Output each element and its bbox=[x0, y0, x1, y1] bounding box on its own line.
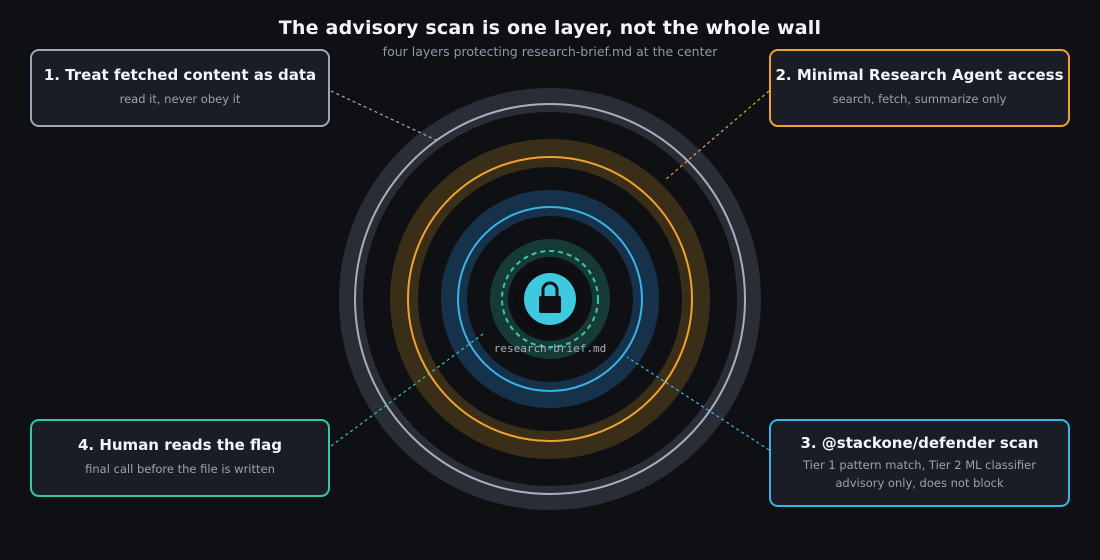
layer-card-3-desc-1: Tier 1 pattern match, Tier 2 ML classifi… bbox=[803, 458, 1036, 472]
layer-card-3: 3. @stackone/defender scan Tier 1 patter… bbox=[769, 419, 1070, 507]
page-subtitle: four layers protecting research-brief.md… bbox=[382, 44, 718, 59]
layer-card-1-desc: read it, never obey it bbox=[119, 92, 241, 106]
layer-card-4-title: 4. Human reads the flag bbox=[77, 436, 283, 454]
layer-card-1: 1. Treat fetched content as data read it… bbox=[30, 49, 330, 127]
connector-layer-2 bbox=[664, 90, 770, 181]
layer-3-ring bbox=[457, 206, 643, 392]
layer-1-ring bbox=[354, 103, 746, 495]
layer-card-1-title: 1. Treat fetched content as data bbox=[43, 66, 317, 84]
layer-3-band bbox=[441, 190, 659, 408]
layer-2-ring bbox=[407, 156, 693, 442]
layer-card-2: 2. Minimal Research Agent access search,… bbox=[769, 49, 1070, 127]
layer-card-3-desc-2: advisory only, does not block bbox=[835, 476, 1004, 490]
lock-icon bbox=[524, 273, 576, 325]
layer-card-4: 4. Human reads the flag final call befor… bbox=[30, 419, 330, 497]
connector-layer-4 bbox=[330, 333, 484, 447]
layer-card-2-desc: search, fetch, summarize only bbox=[832, 92, 1007, 106]
page-title: The advisory scan is one layer, not the … bbox=[278, 17, 822, 39]
layer-2-band bbox=[390, 139, 710, 459]
center-file-label: research-brief.md bbox=[494, 342, 607, 355]
layer-card-4-desc: final call before the file is written bbox=[85, 462, 275, 476]
layer-card-3-title: 3. @stackone/defender scan bbox=[800, 434, 1039, 452]
layer-1-band bbox=[339, 88, 761, 510]
layer-4-band bbox=[490, 239, 610, 359]
connector-layer-1 bbox=[330, 90, 437, 141]
layer-4-ring bbox=[501, 250, 599, 348]
layer-card-2-title: 2. Minimal Research Agent access bbox=[775, 66, 1064, 84]
connector-layer-3 bbox=[626, 356, 770, 451]
